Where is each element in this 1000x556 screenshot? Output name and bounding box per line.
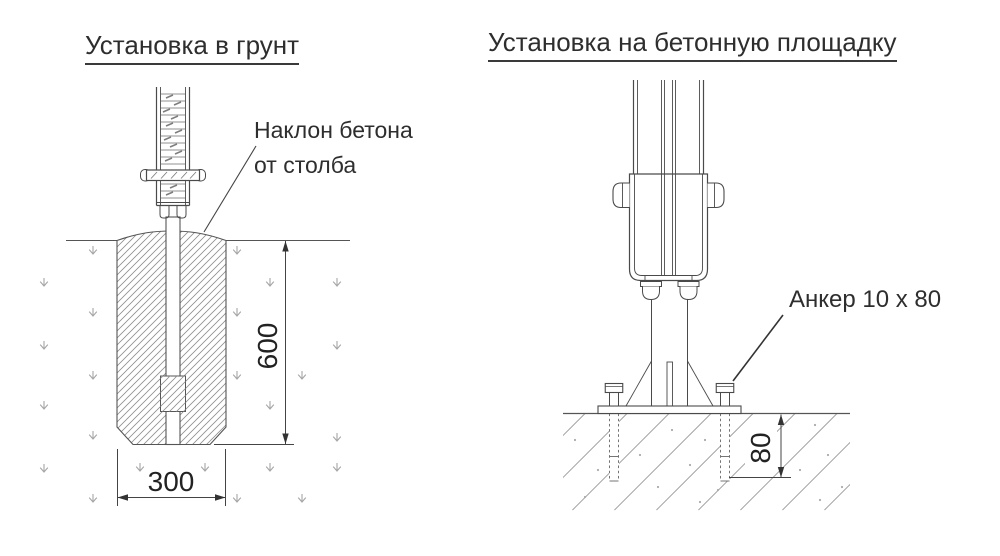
- base-plate: [597, 405, 742, 415]
- side-plug-knobs: [612, 182, 725, 209]
- gusset-right: [687, 360, 714, 407]
- wood-grain-ticks: [162, 94, 183, 196]
- right-diagram-title: Установка на бетонную площадку: [488, 27, 897, 62]
- anchor-embedded-shafts: [609, 413, 730, 482]
- anchor-bolt-left: [604, 382, 624, 407]
- anchor-depth-dimension: [729, 414, 791, 478]
- width-dimension-value: 300: [147, 466, 195, 497]
- gusset-left: [625, 360, 652, 407]
- depth-dimension: [214, 241, 294, 445]
- concrete-slope-callout: Наклон бетона от столба: [254, 117, 413, 178]
- post-bottom-sleeve: [628, 173, 709, 282]
- anchor-size-label: Анкер 10 x 80: [789, 286, 942, 313]
- support-tube: [625, 299, 714, 407]
- anchor-bolt-right: [715, 382, 735, 407]
- concrete-pad-hatch: [563, 413, 850, 511]
- anchor-depth-dimension-value: 80: [745, 428, 777, 468]
- width-dimension: [117, 449, 226, 506]
- left-diagram-title: Установка в грунт: [85, 30, 300, 65]
- wooden-post: [155, 87, 191, 219]
- collar-hatch-ticks: [150, 171, 197, 179]
- bottom-feet-plugs: [640, 281, 700, 301]
- metal-post-profile: [632, 80, 705, 174]
- center-pin: [666, 361, 673, 407]
- callout-leader-line: [203, 145, 257, 233]
- post-collar: [140, 169, 206, 182]
- anchor-leader-line: [732, 314, 784, 382]
- wood-grain-lines: [161, 93, 185, 199]
- post-ground-spike: [160, 216, 186, 446]
- depth-dimension-value: 600: [252, 322, 283, 370]
